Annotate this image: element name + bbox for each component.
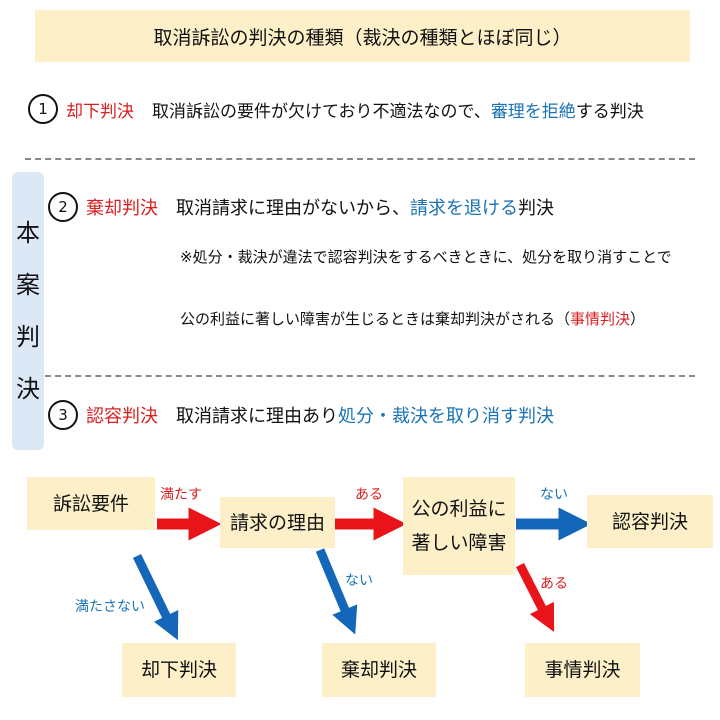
divider — [25, 158, 695, 160]
item-label: 認容判決 — [86, 406, 158, 427]
arrow-reason-no — [315, 548, 358, 635]
side-label: 本 案 判 決 — [12, 172, 44, 450]
item-text: 取消請求に理由がないから、 — [176, 198, 410, 219]
item-text: 取消請求に理由あり — [176, 406, 338, 427]
node-circumstance: 事情判決 — [525, 643, 640, 697]
note-close: ） — [630, 310, 646, 328]
arrow-harm-yes — [515, 562, 555, 633]
item-tail: 判決 — [518, 198, 554, 219]
side-char: 決 — [16, 375, 40, 403]
side-char: 判 — [16, 323, 40, 351]
item-dismissal: 1 却下判決 取消訴訟の要件が欠けており不適法なので、 審理を拒絶 する判決 — [28, 94, 644, 124]
note-highlight: 事情判決 — [570, 310, 631, 328]
item-highlight: 請求を退ける — [410, 198, 518, 219]
edge-label-harm-no: ない — [540, 487, 568, 503]
item-highlight: 審理を拒絶 — [490, 101, 576, 122]
edge-label-reason-no: ない — [345, 573, 373, 589]
number-badge: 1 — [28, 94, 58, 124]
number-badge: 2 — [48, 192, 78, 222]
note-text: 公の利益に著しい障害が生じるときは棄却判決がされる（ — [180, 310, 571, 328]
edge-label-satisfy: 満たす — [160, 487, 202, 503]
node-dismiss: 却下判決 — [122, 643, 236, 697]
node-text: 著しい障害 — [411, 532, 507, 554]
item-label: 棄却判決 — [86, 198, 158, 219]
item-text: 取消訴訟の要件が欠けており不適法なので、 — [152, 101, 491, 122]
note-line-1: ※処分・裁決が違法で認容判決をするべきときに、処分を取り消すことで — [180, 248, 672, 266]
edge-label-reason-yes: ある — [355, 487, 383, 503]
page-title: 取消訴訟の判決の種類（裁決の種類とほぼ同じ） — [35, 10, 690, 62]
divider — [45, 375, 695, 377]
item-tail: する判決 — [575, 101, 644, 122]
item-approval: 3 認容判決 取消請求に理由あり 処分・裁決を取り消す判決 — [48, 400, 554, 430]
edge-label-not-satisfy: 満たさない — [75, 599, 145, 615]
node-reject: 棄却判決 — [322, 643, 436, 697]
arrow-not-satisfy — [132, 554, 179, 641]
node-public-interest: 公の利益に 著しい障害 — [403, 477, 515, 575]
node-reason: 請求の理由 — [220, 497, 335, 548]
edge-label-harm-yes: ある — [540, 576, 568, 592]
note-line-2: 公の利益に著しい障害が生じるときは棄却判決がされる（事情判決） — [180, 308, 645, 329]
title-text: 取消訴訟の判決の種類（裁決の種類とほぼ同じ） — [153, 26, 572, 49]
side-char: 本 — [16, 219, 40, 247]
side-char: 案 — [16, 271, 40, 299]
number-badge: 3 — [48, 400, 78, 430]
node-requirements: 訴訟要件 — [27, 477, 155, 530]
item-label: 却下判決 — [66, 101, 134, 122]
node-approve: 認容判決 — [587, 495, 713, 548]
item-highlight: 処分・裁決を取り消す判決 — [338, 406, 554, 427]
item-rejection: 2 棄却判決 取消請求に理由がないから、 請求を退ける 判決 — [48, 192, 554, 222]
node-text: 公の利益に — [411, 498, 507, 520]
